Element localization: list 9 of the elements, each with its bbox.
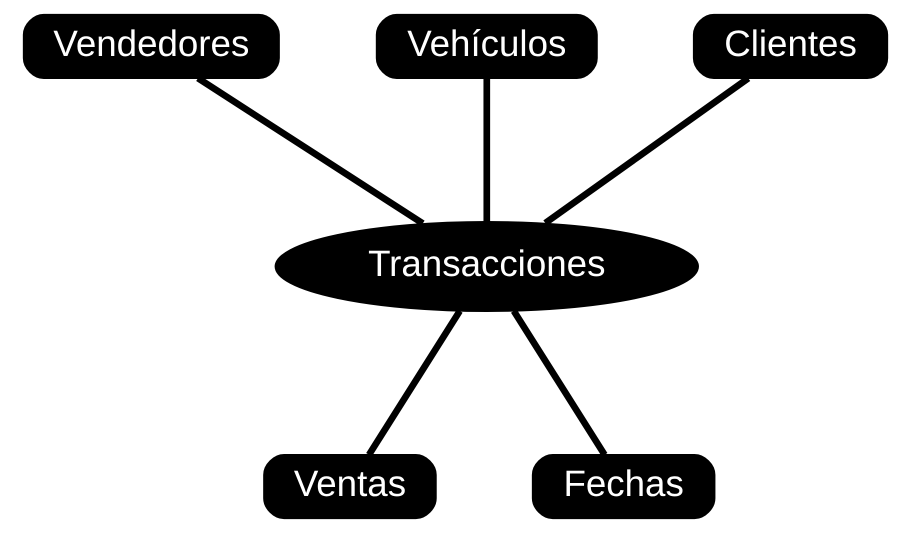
node-ellipse: Transacciones — [274, 221, 698, 312]
connector — [482, 78, 490, 222]
node-box: Vehículos — [375, 14, 598, 79]
node-box: Ventas — [262, 454, 436, 520]
connector — [510, 309, 607, 457]
node-box: Clientes — [692, 14, 888, 79]
node-box: Vendedores — [22, 14, 280, 79]
connector — [366, 309, 462, 457]
node-box: Fechas — [531, 454, 715, 520]
